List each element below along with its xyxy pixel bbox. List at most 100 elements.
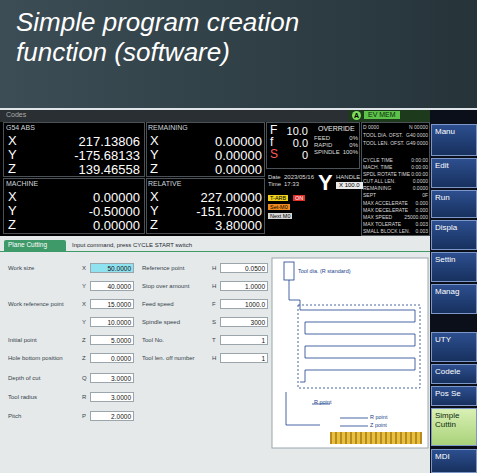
field-label: Pitch (8, 413, 21, 420)
info-value: 0.0000 (413, 186, 428, 192)
info-value: 0.003 (415, 222, 428, 228)
info-label: MAX ACCELERATE (363, 201, 408, 207)
field-letter: R (82, 394, 86, 401)
mode-tab: Plane Cutting (4, 240, 66, 251)
handle-label: HANDLE (336, 174, 360, 181)
header-text: Codes (6, 111, 26, 119)
info-value: 0:00:00 (411, 165, 428, 171)
axis-letter: X (150, 134, 159, 148)
diagram-label: R point (314, 399, 331, 405)
panel-heading: MACHINE (6, 180, 38, 188)
feed-value: 0.0 (293, 137, 308, 149)
diagram-label: R point (370, 414, 387, 420)
field-label: Tool radius (8, 394, 37, 401)
menu-button: Simple Cuttin (431, 408, 477, 446)
axis-value: -0.50000 (89, 205, 140, 219)
panel-heading: REMAINING (148, 124, 188, 132)
axis-value: 0.00000 (215, 149, 262, 163)
axis-letter: X (8, 134, 17, 148)
axis-letter: Z (8, 218, 16, 232)
info-label: CUT ALL LEN. (363, 179, 396, 185)
info-label: MAX TOLERATE (363, 222, 401, 228)
info-label: REMAINING (363, 186, 391, 192)
button-label: MDI (435, 453, 473, 462)
panel-heading: RELATIVE (148, 180, 181, 188)
field-letter: Y (82, 319, 86, 326)
axis-letter: X (150, 190, 159, 204)
field-letter: T (212, 337, 216, 344)
diagram-label: Tool dia. (R standard) (298, 268, 351, 274)
field-letter: H (212, 265, 216, 272)
info-value: 0F (422, 193, 428, 199)
panel-heading: G54 ABS (6, 124, 35, 132)
info-value: 0:00:00 (411, 172, 428, 178)
field-label: Depth of cut (8, 375, 40, 382)
field-label: Initial point (8, 337, 37, 344)
diagram-label: Z point (370, 422, 387, 428)
handle-axis: Y (318, 171, 333, 195)
field-label: Stop over amount (142, 283, 189, 290)
field-label: Tool len. off number (142, 355, 195, 362)
field-letter: X (82, 301, 86, 308)
spindle-letter: S (270, 148, 278, 161)
button-label: Plane Cutting (8, 241, 62, 248)
banner (0, 0, 477, 108)
field-label: Hole bottom position (8, 355, 63, 362)
axis-letter: Y (150, 204, 159, 218)
axis-value: 139.46558 (79, 163, 140, 177)
override-value: 100% (343, 149, 358, 156)
button-label: Manag (435, 288, 473, 297)
axis-value: 0.00000 (93, 219, 140, 233)
info-label: SPDL ROTATE TIME (363, 172, 410, 178)
info-label: CYCLE TIME (363, 158, 393, 164)
field-label: Reference point (142, 265, 184, 272)
field-letter: X (82, 265, 86, 272)
instruction-text: Input command, press CYCLE START switch (72, 242, 192, 249)
field-label: Work size (8, 265, 34, 272)
menu-button: Manag (431, 284, 477, 314)
axis-letter: X (8, 190, 17, 204)
handle-value: X 100.0 (336, 182, 363, 189)
field-value: 3.0000 (90, 373, 134, 383)
axis-letter: Y (150, 148, 159, 162)
info-label: MAX SPEED (363, 215, 392, 221)
button-label: Manu (435, 128, 473, 137)
date-value: 2023/05/16 (284, 174, 314, 181)
axis-letter: Y (8, 148, 17, 162)
info-value: 0.0000 (413, 179, 428, 185)
info-label: SEPT (363, 193, 376, 199)
menu-button: Edit (431, 158, 477, 188)
override-label: FEED (314, 135, 330, 142)
status-button: Set-M0 (268, 204, 290, 210)
time-label: Time (268, 181, 281, 188)
form-area (0, 236, 430, 473)
info-value: N 00000 (409, 125, 428, 131)
field-value: 0.0500 (220, 263, 268, 273)
field-letter: F (212, 301, 216, 308)
page-title: Simple program creation function (softwa… (16, 8, 316, 68)
menu-button: Manu (431, 124, 477, 156)
menu-button: Codele (431, 364, 477, 384)
override-label: RAPID (314, 142, 332, 149)
button-label: Pos Se (435, 390, 473, 399)
info-label: SMALL BLOCK LEN. (363, 229, 410, 235)
field-label: Work reference point (8, 301, 64, 308)
status-button: Next M0 (268, 213, 292, 219)
info-value: 0.003 (415, 229, 428, 235)
menu-button: MDI (431, 449, 477, 473)
field-value: 5.0000 (90, 335, 134, 345)
axis-letter: Z (8, 162, 16, 176)
field-value: 3.0000 (90, 392, 134, 402)
field-letter: S (212, 319, 216, 326)
axis-value: 3.80000 (215, 219, 262, 233)
field-label: Tool No. (142, 337, 164, 344)
info-value: 0.000 (415, 201, 428, 207)
override-value: 0% (349, 142, 358, 149)
field-letter: Q (82, 375, 87, 382)
mode-label: EV MEM (364, 111, 400, 119)
field-label: Spindle speed (142, 319, 180, 326)
spindle-value: 0 (302, 149, 308, 161)
menu-button: Displa (431, 220, 477, 250)
info-label: TOOL LEN. OFST. (363, 141, 404, 147)
